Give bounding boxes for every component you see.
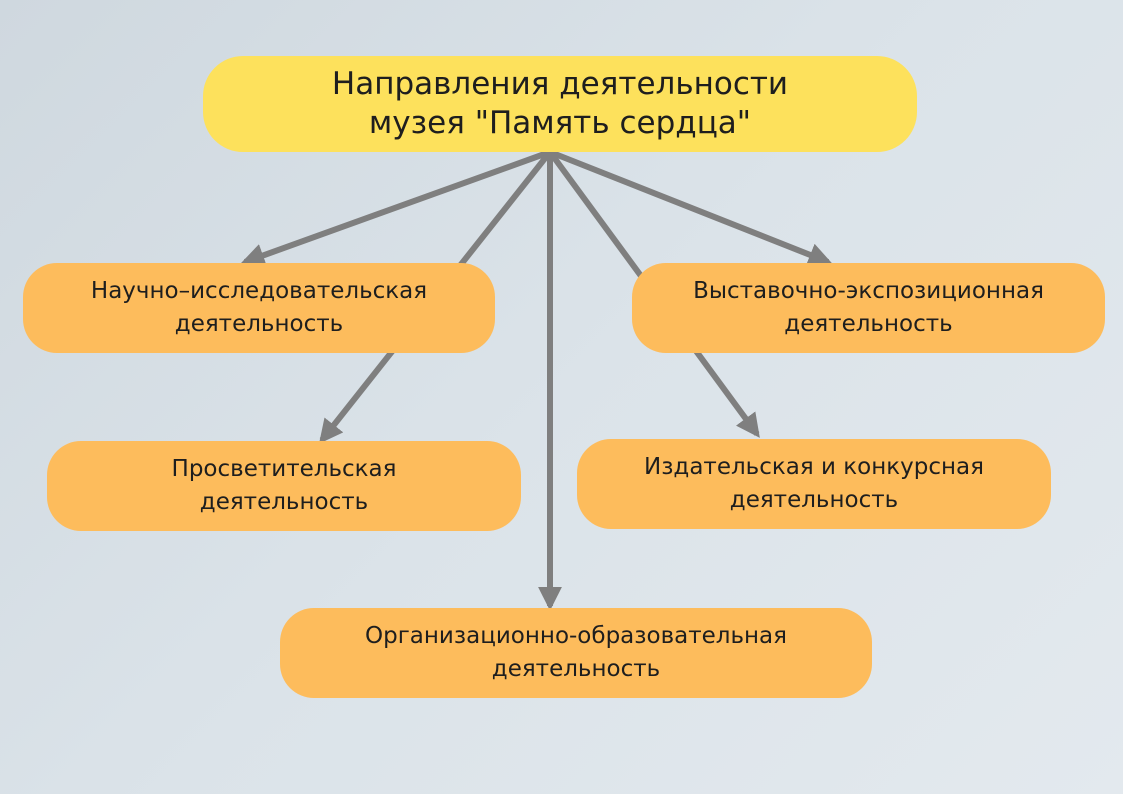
publishing-label-line2: деятельность [729, 487, 899, 513]
research-label-line1: Научно–исследовательская [90, 278, 428, 304]
publishing-node: Издательская и конкурсная деятельность [577, 439, 1051, 529]
organizational-label-line2: деятельность [491, 656, 661, 682]
exhibition-node: Выставочно-экспозиционная деятельность [632, 263, 1105, 353]
educational-label-line2: деятельность [199, 489, 369, 515]
research-label-line2: деятельность [174, 311, 344, 337]
educational-label-line1: Просветительская [171, 456, 397, 482]
exhibition-label-line1: Выставочно-экспозиционная [693, 278, 1044, 304]
arrow-root-to-exhibition [548, 149, 833, 267]
educational-node: Просветительская деятельность [47, 441, 521, 531]
root-node: Направления деятельности музея "Память с… [203, 56, 917, 152]
publishing-label-line1: Издательская и конкурсная [644, 454, 984, 480]
organizational-label-line1: Организационно-образовательная [365, 623, 787, 649]
organizational-node: Организационно-образовательная деятельно… [280, 608, 872, 698]
root-title-line2: музея "Память сердца" [368, 105, 752, 141]
research-node: Научно–исследовательская деятельность [23, 263, 495, 353]
exhibition-label-line2: деятельность [784, 311, 953, 337]
root-title-line1: Направления деятельности [331, 66, 789, 102]
arrow-root-to-research [240, 149, 552, 267]
